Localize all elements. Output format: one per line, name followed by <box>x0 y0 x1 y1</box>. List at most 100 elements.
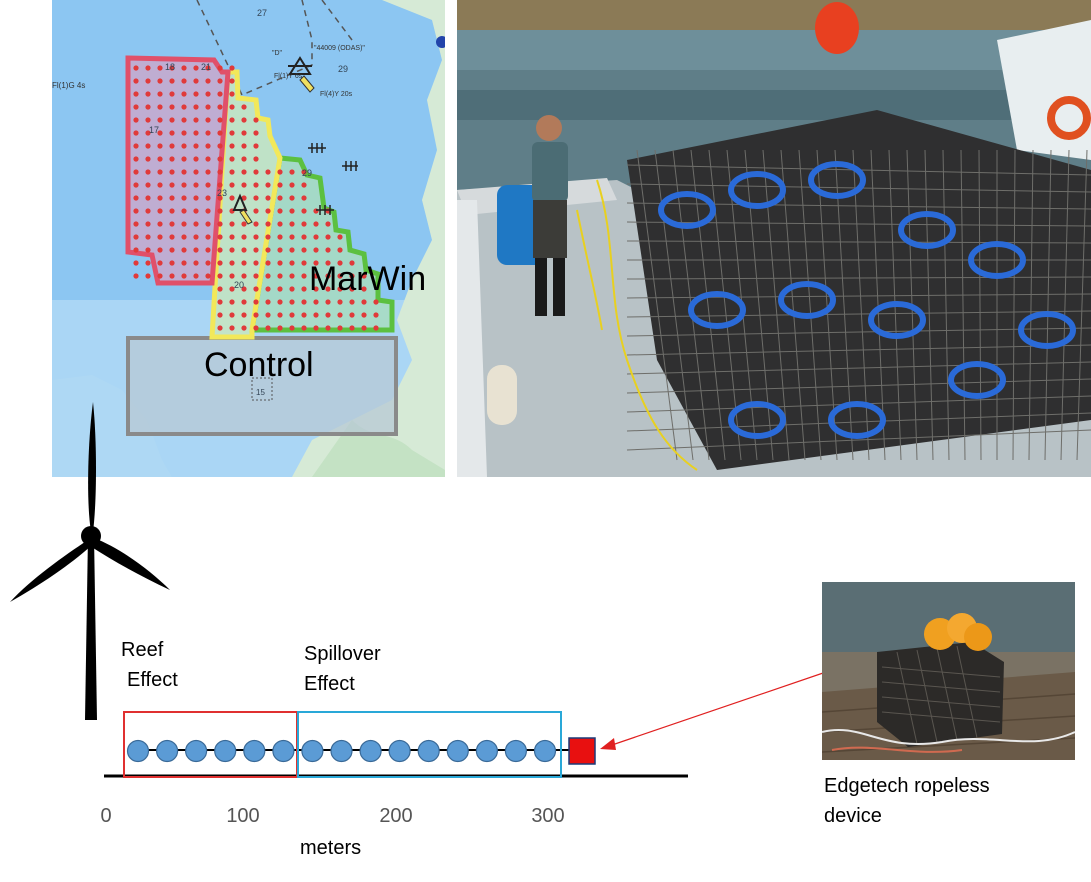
wreck-icon <box>308 143 358 215</box>
map-trap-dot <box>217 221 223 227</box>
map-trap-dot <box>289 273 295 279</box>
map-trap-dot <box>217 156 223 162</box>
map-trap-dot <box>265 169 271 175</box>
rope-coil <box>658 191 716 229</box>
map-trap-dot <box>361 286 367 292</box>
map-trap-dot <box>169 117 175 123</box>
trap-circle <box>446 739 469 763</box>
map-trap-dot <box>277 299 283 305</box>
map-trap-dot <box>289 312 295 318</box>
rope-coil <box>728 171 786 209</box>
map-label-fl-y6: Fl(1)Y 6s <box>274 73 303 80</box>
map-label-fl-g: Fl(1)G 4s <box>52 81 85 90</box>
lobster-trap-stack <box>626 110 1091 470</box>
map-trap-dot <box>145 260 151 266</box>
map-trap-dot <box>133 221 139 227</box>
map-trap-dot <box>181 91 187 97</box>
map-trap-dot <box>277 273 283 279</box>
map-trap-dot <box>337 312 343 318</box>
fender <box>487 365 517 425</box>
map-trap-dot <box>145 169 151 175</box>
map-trap-dot <box>301 273 307 279</box>
map-trap-dot <box>337 260 343 266</box>
map-trap-dot <box>193 247 199 253</box>
map-trap-dot <box>229 91 235 97</box>
map-trap-dot <box>337 234 343 240</box>
map-trap-dot <box>241 286 247 292</box>
map-trap-dot <box>181 273 187 279</box>
map-trap-dot <box>169 221 175 227</box>
map-trap-dot <box>373 299 379 305</box>
map-trap-dot <box>145 208 151 214</box>
map-trap-dot <box>133 208 139 214</box>
trap-row <box>126 739 557 763</box>
map-depth-29a: 29 <box>338 64 348 74</box>
map-trap-dot <box>277 169 283 175</box>
map-trap-dot <box>205 260 211 266</box>
map-trap-dot <box>301 325 307 331</box>
map-trap-dot <box>205 78 211 84</box>
map-trap-dot <box>169 169 175 175</box>
map-trap-dot <box>349 299 355 305</box>
map-trap-dot <box>145 247 151 253</box>
map-trap-dot <box>325 221 331 227</box>
map-trap-dot <box>217 65 223 71</box>
map-trap-dot <box>169 91 175 97</box>
map-trap-dot <box>337 325 343 331</box>
map-trap-dot <box>301 286 307 292</box>
map-trap-dot <box>253 312 259 318</box>
map-trap-dot <box>253 156 259 162</box>
map-trap-dot <box>289 260 295 266</box>
map-trap-dot <box>181 78 187 84</box>
map-label-odas: "44009 (ODAS)" <box>314 45 365 52</box>
map-trap-dot <box>277 325 283 331</box>
map-trap-dot <box>193 156 199 162</box>
map-trap-dot <box>181 195 187 201</box>
map-trap-dot <box>205 273 211 279</box>
map-trap-dot <box>145 273 151 279</box>
map-trap-dot <box>337 286 343 292</box>
map-trap-dot <box>361 273 367 279</box>
map-trap-dot <box>277 286 283 292</box>
map-trap-dot <box>217 312 223 318</box>
map-trap-dot <box>157 78 163 84</box>
reef-label-line2: Effect <box>127 669 178 691</box>
map-trap-dot <box>205 182 211 188</box>
map-trap-dot <box>157 143 163 149</box>
map-trap-dot <box>217 299 223 305</box>
spillover-effect-box <box>297 711 562 778</box>
map-trap-dot <box>193 260 199 266</box>
map-trap-dot <box>301 299 307 305</box>
map-trap-dot <box>157 182 163 188</box>
trap-dot-grid <box>133 65 379 331</box>
map-trap-dot <box>301 195 307 201</box>
map-depth-27: 27 <box>257 8 267 18</box>
map-trap-dot <box>217 195 223 201</box>
depth-box-icon <box>251 377 273 401</box>
map-trap-dot <box>145 104 151 110</box>
map-trap-dot <box>229 169 235 175</box>
map-label-fl-y20: Fl(4)Y 20s <box>320 91 353 98</box>
map-trap-dot <box>145 117 151 123</box>
map-depth-21: 21 <box>201 62 211 72</box>
map-trap-dot <box>193 234 199 240</box>
map-trap-dot <box>241 234 247 240</box>
map-trap-dot <box>289 221 295 227</box>
boat-cabin <box>997 20 1091 160</box>
map-trap-dot <box>193 65 199 71</box>
map-trap-dot <box>205 143 211 149</box>
map-trap-dot <box>181 247 187 253</box>
map-trap-dot <box>289 234 295 240</box>
map-trap-dot <box>193 104 199 110</box>
map-land <box>292 0 445 477</box>
map-trap-dot <box>241 169 247 175</box>
map-trap-dot <box>229 156 235 162</box>
map-trap-dot <box>193 273 199 279</box>
map-trap-dot <box>325 247 331 253</box>
map-trap-dot <box>241 130 247 136</box>
map-trap-dot <box>217 143 223 149</box>
map-trap-dot <box>229 65 235 71</box>
map-trap-dot <box>169 156 175 162</box>
map-trap-dot <box>241 273 247 279</box>
map-trap-dot <box>157 260 163 266</box>
